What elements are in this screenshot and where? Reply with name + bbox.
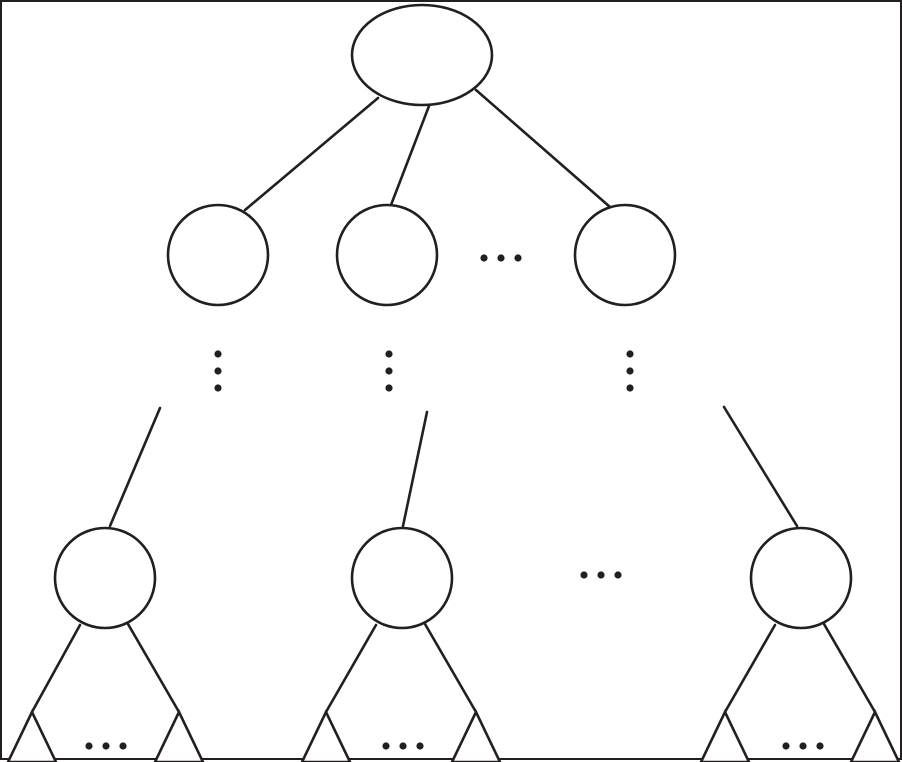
edge-bottom-1-to-left-subtree: [30, 623, 82, 714]
ellipsis-dot: [626, 367, 634, 375]
ellipsis-dot: [214, 350, 222, 358]
ellipsis-dot: [382, 742, 390, 750]
ellipsis-dot: [614, 571, 622, 579]
bottom-node-2: [350, 526, 454, 630]
level-2-horizontal-ellipsis: [480, 254, 522, 262]
edge-bottom-n-to-right-subtree: [822, 622, 877, 714]
subtree-triangle: [300, 708, 352, 762]
ellipsis-dot: [799, 742, 807, 750]
bottom-node-1: [53, 526, 157, 630]
ellipsis-dot: [816, 742, 824, 750]
subtree-triangle: [6, 708, 58, 762]
vertical-ellipsis-right: [626, 350, 634, 392]
ellipsis-dot: [85, 742, 93, 750]
vertical-ellipsis-middle: [385, 350, 393, 392]
subtree-horizontal-ellipsis-n: [782, 742, 824, 750]
ellipsis-dot: [416, 742, 424, 750]
subtree-triangle: [699, 708, 751, 762]
ellipsis-dot: [102, 742, 110, 750]
edge-to-bottom-node-n: [722, 405, 799, 528]
subtree-horizontal-ellipsis-2: [382, 742, 424, 750]
ellipsis-dot: [385, 367, 393, 375]
ellipsis-dot: [514, 254, 522, 262]
ellipsis-dot: [385, 350, 393, 358]
ellipsis-dot: [580, 571, 588, 579]
edge-bottom-2-to-left-subtree: [324, 623, 378, 714]
edge-to-bottom-node-1: [108, 406, 162, 528]
level-2-node-1: [166, 203, 270, 307]
subtree-triangle: [450, 708, 502, 762]
ellipsis-dot: [214, 384, 222, 392]
bottom-level-horizontal-ellipsis: [580, 571, 622, 579]
ellipsis-dot: [119, 742, 127, 750]
vertical-ellipsis-left: [214, 350, 222, 392]
ellipsis-dot: [497, 254, 505, 262]
level-2-node-2: [335, 203, 439, 307]
ellipsis-dot: [782, 742, 790, 750]
bottom-node-n: [749, 526, 853, 630]
ellipsis-dot: [385, 384, 393, 392]
ellipsis-dot: [480, 254, 488, 262]
level-2-node-n: [573, 203, 677, 307]
ellipsis-dot: [626, 350, 634, 358]
ellipsis-dot: [597, 571, 605, 579]
edge-bottom-1-to-right-subtree: [126, 622, 181, 714]
subtree-triangle: [153, 708, 205, 762]
edge-root-to-child-2: [389, 104, 431, 207]
subtree-triangle: [849, 708, 901, 762]
ellipsis-dot: [399, 742, 407, 750]
ellipsis-dot: [214, 367, 222, 375]
edge-root-to-child-n: [474, 88, 612, 209]
edge-bottom-2-to-right-subtree: [423, 622, 478, 714]
edge-root-to-child-1: [243, 96, 380, 212]
subtree-horizontal-ellipsis-1: [85, 742, 127, 750]
edge-to-bottom-node-2: [401, 410, 429, 528]
ellipsis-dot: [626, 384, 634, 392]
root-node: [350, 3, 494, 107]
edge-bottom-n-to-left-subtree: [723, 623, 777, 714]
